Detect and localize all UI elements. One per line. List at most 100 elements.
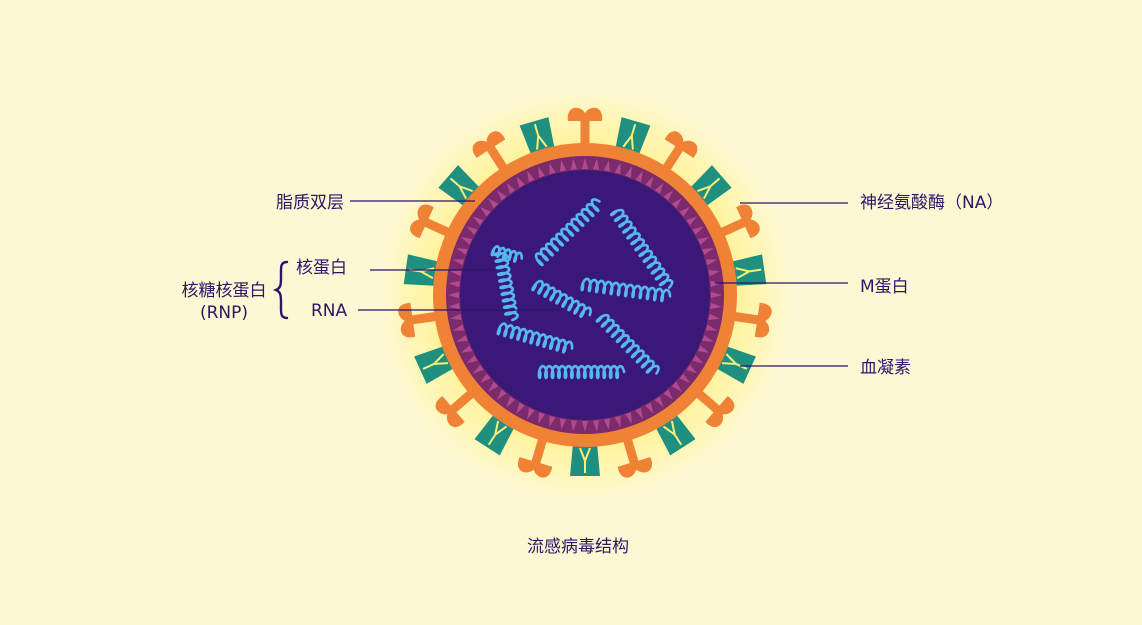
matrix-tooth [527, 407, 535, 420]
matrix-tooth [516, 176, 525, 188]
matrix-tooth [488, 198, 499, 209]
matrix-tooth [506, 396, 516, 408]
matrix-tooth [671, 198, 682, 209]
matrix-tooth [480, 206, 491, 217]
matrix-tooth [705, 259, 718, 266]
matrix-tooth [645, 176, 654, 188]
matrix-tooth [686, 216, 698, 226]
hemagglutinin-spike [519, 117, 555, 157]
matrix-tooth [679, 373, 690, 384]
label-lipid-bilayer: 脂质双层 [276, 193, 344, 213]
matrix-tooth [697, 345, 710, 353]
label-m-protein: M蛋白 [860, 277, 909, 297]
matrix-tooth [614, 162, 621, 175]
label-neuraminidase: 神经氨酸酶（NA） [860, 193, 1003, 213]
matrix-tooth [496, 389, 507, 400]
matrix-tooth [708, 270, 720, 277]
matrix-tooth [450, 270, 462, 277]
matrix-tooth [456, 335, 468, 342]
matrix-tooth [692, 226, 704, 235]
matrix-tooth [538, 412, 545, 424]
matrix-tooth [603, 160, 610, 172]
matrix-tooth [581, 421, 589, 432]
matrix-tooth [466, 355, 478, 364]
rna-segment [493, 251, 519, 322]
matrix-tooth [466, 226, 478, 235]
matrix-tooth [460, 237, 473, 245]
matrix-tooth [570, 158, 578, 170]
matrix-tooth [710, 280, 722, 288]
rna-segment [534, 198, 601, 267]
matrix-tooth [472, 216, 484, 226]
matrix-tooth [448, 302, 460, 310]
matrix-tooth [480, 373, 491, 384]
rna-segment [496, 322, 574, 354]
label-hemagglutinin: 血凝素 [860, 358, 911, 378]
matrix-tooth [516, 402, 525, 414]
rna-strands [490, 198, 674, 380]
matrix-tooth [679, 206, 690, 217]
matrix-tooth [560, 160, 567, 172]
rna-segment [580, 277, 672, 303]
matrix-tooth [654, 396, 664, 408]
matrix-tooth [527, 170, 535, 183]
matrix-tooth [645, 402, 654, 414]
matrix-tooth [592, 158, 600, 170]
label-rnp-name: 核糖核蛋白 [182, 281, 267, 301]
matrix-tooth [496, 190, 507, 201]
matrix-tooth [549, 162, 556, 175]
matrix-tooth [488, 381, 499, 392]
matrix-protein-teeth [448, 158, 722, 432]
matrix-tooth [702, 248, 714, 255]
matrix-tooth [654, 182, 664, 194]
matrix-tooth [705, 324, 718, 331]
rnp-brace [272, 260, 289, 320]
matrix-tooth [450, 313, 462, 320]
matrix-tooth [697, 237, 710, 245]
matrix-tooth [635, 407, 643, 420]
hemagglutinin-spike [615, 117, 651, 157]
matrix-tooth [625, 166, 632, 178]
rna-segment [595, 313, 660, 375]
hemagglutinin-spike [414, 345, 456, 384]
matrix-tooth [692, 355, 704, 364]
matrix-tooth [549, 415, 556, 428]
matrix-tooth [710, 302, 722, 310]
matrix-tooth [671, 381, 682, 392]
matrix-tooth [452, 259, 465, 266]
matrix-tooth [448, 291, 459, 299]
matrix-tooth [456, 248, 468, 255]
matrix-tooth [452, 324, 465, 331]
diagram-title: 流感病毒结构 [527, 537, 629, 557]
matrix-tooth [603, 418, 610, 430]
neuraminidase-spike [567, 107, 603, 150]
label-nucleoprotein: 核蛋白 [296, 258, 347, 278]
matrix-tooth [570, 420, 578, 432]
matrix-tooth [472, 364, 484, 374]
label-rna: RNA [311, 301, 348, 321]
matrix-tooth [702, 335, 714, 342]
label-rnp-abbr: (RNP) [200, 303, 248, 323]
virus-core [460, 170, 710, 420]
matrix-tooth [460, 345, 473, 353]
matrix-tooth [592, 420, 600, 432]
hemagglutinin-spike [570, 443, 600, 476]
matrix-tooth [581, 158, 589, 169]
matrix-tooth [614, 415, 621, 428]
rna-segment [537, 364, 626, 380]
matrix-tooth [560, 418, 567, 430]
rna-segment [609, 208, 674, 289]
matrix-tooth [538, 166, 545, 178]
matrix-tooth [663, 190, 674, 201]
matrix-tooth [448, 280, 460, 288]
rna-segment [531, 279, 592, 318]
matrix-tooth [686, 364, 698, 374]
matrix-tooth [708, 313, 720, 320]
matrix-tooth [711, 291, 722, 299]
matrix-tooth [506, 182, 516, 194]
matrix-tooth [663, 389, 674, 400]
matrix-tooth [625, 412, 632, 424]
matrix-tooth [635, 170, 643, 183]
hemagglutinin-spike [729, 254, 767, 286]
